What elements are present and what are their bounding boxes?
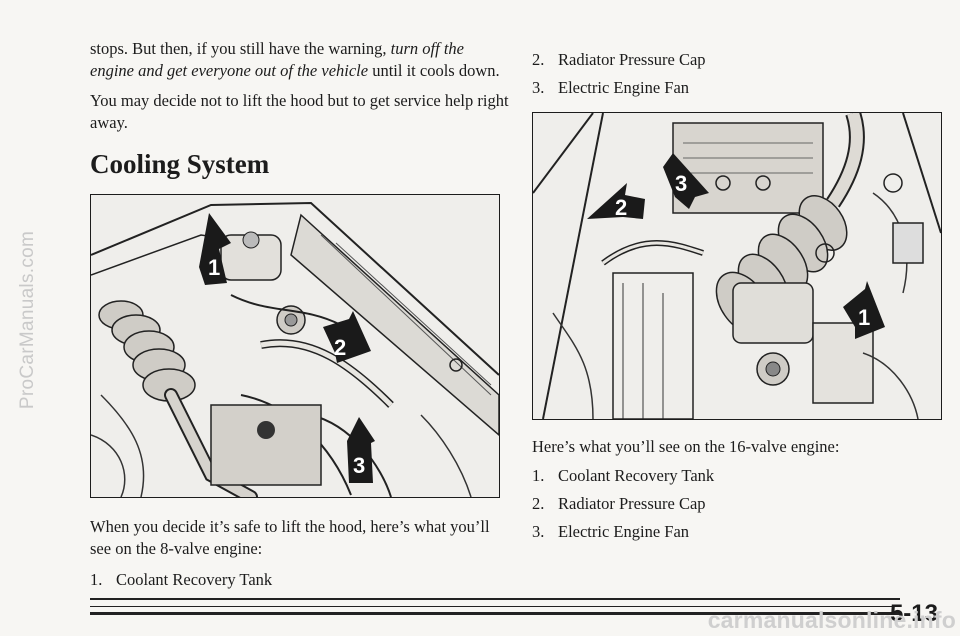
svg-text:1: 1 [208, 255, 220, 280]
list-item: 2. Radiator Pressure Cap [532, 46, 942, 74]
engine-8-valve-drawing: 1 2 3 [91, 195, 499, 497]
right-column: 2. Radiator Pressure Cap 3. Electric Engin… [532, 46, 942, 546]
right-component-list: 1. Coolant Recovery Tank 2. Radiator Press… [532, 462, 942, 546]
section-title: Cooling System [90, 149, 270, 179]
callout-2: 2 [587, 183, 645, 220]
list-item-number: 2. [532, 494, 545, 513]
svg-text:2: 2 [615, 195, 627, 220]
list-item: 3. Electric Engine Fan [532, 74, 942, 102]
watermark-side-text: ProCarManuals.com [17, 230, 38, 410]
list-item-text: Coolant Recovery Tank [558, 466, 715, 485]
list-item: 2. Radiator Pressure Cap [532, 490, 942, 518]
engine-8-valve-intro: When you decide it’s safe to lift the ho… [90, 517, 490, 558]
page-number: 5-13 [889, 600, 938, 627]
list-item-number: 2. [532, 50, 545, 69]
svg-text:3: 3 [675, 171, 687, 196]
footer-rule-top [90, 598, 900, 600]
callout-3: 3 [347, 417, 375, 483]
right-top-list: 2. Radiator Pressure Cap 3. Electric Engin… [532, 46, 942, 102]
list-item: 1. Coolant Recovery Tank [90, 566, 510, 594]
engine-16-valve-intro: Here’s what you’ll see on the 16-valve e… [532, 437, 840, 456]
callout-1: 1 [199, 213, 231, 285]
watermark-bottom: carmanualsonline.info [707, 607, 956, 633]
footer-rule-mid [90, 606, 900, 607]
svg-text:1: 1 [858, 305, 870, 330]
watermark-side: ProCarManuals.com [14, 60, 42, 580]
callout-3: 3 [663, 153, 709, 209]
list-item-number: 1. [532, 466, 545, 485]
para1-start: stops. But then, if you still have the w… [90, 39, 391, 58]
svg-text:3: 3 [353, 453, 365, 478]
left-component-list: 1. Coolant Recovery Tank [90, 566, 510, 594]
list-item: 3. Electric Engine Fan [532, 518, 942, 546]
para1-end: until it cools down. [368, 61, 500, 80]
engine-16-valve-illustration: 2 3 1 [532, 112, 942, 420]
list-item-text: Coolant Recovery Tank [116, 570, 273, 589]
callout-1: 1 [843, 281, 885, 339]
list-item-number: 3. [532, 78, 545, 97]
list-item-text: Electric Engine Fan [558, 522, 690, 541]
engine-16-valve-drawing: 2 3 1 [533, 113, 941, 419]
list-item-text: Electric Engine Fan [558, 78, 690, 97]
left-column: stops. But then, if you still have the w… [90, 38, 510, 594]
footer-rule-bottom [90, 612, 900, 615]
svg-text:2: 2 [334, 335, 346, 360]
service-paragraph: You may decide not to lift the hood but … [90, 91, 509, 132]
list-item-text: Radiator Pressure Cap [558, 494, 706, 513]
para1-italic: turn off the engine and get everyone out… [90, 39, 464, 80]
callout-2: 2 [323, 311, 371, 363]
list-item-number: 3. [532, 522, 545, 541]
list-item-number: 1. [90, 570, 103, 589]
engine-8-valve-illustration: 1 2 3 [90, 194, 500, 498]
list-item: 1. Coolant Recovery Tank [532, 462, 942, 490]
warning-paragraph: stops. But then, if you still have the w… [90, 38, 510, 82]
list-item-text: Radiator Pressure Cap [558, 50, 706, 69]
